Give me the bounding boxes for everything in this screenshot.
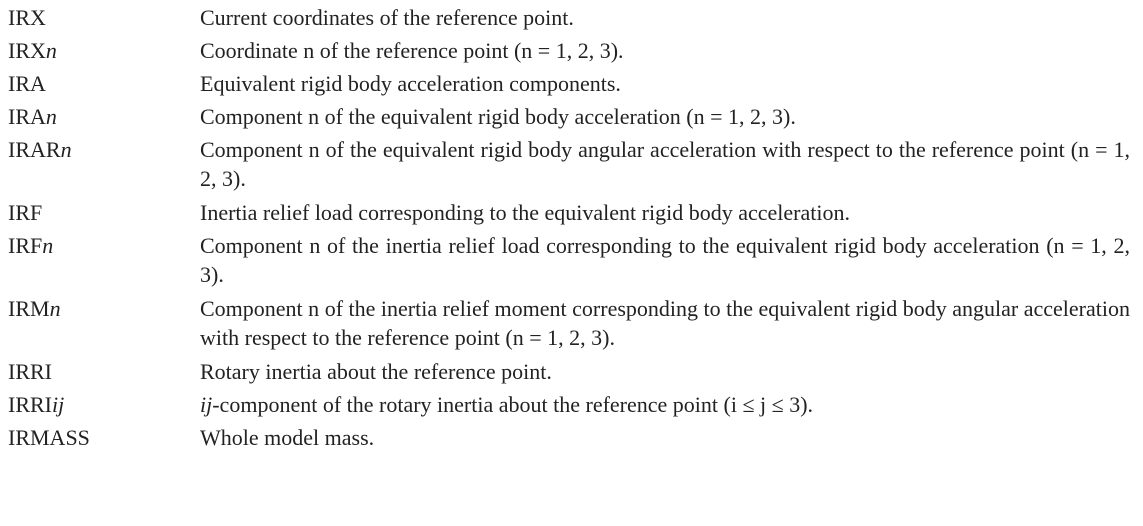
key-text: IRF bbox=[8, 233, 43, 258]
description-prefix: ij bbox=[200, 392, 213, 417]
key-text: IRX bbox=[8, 5, 46, 30]
entry-irmn: IRMn Component n of the inertia relief m… bbox=[8, 294, 1143, 352]
key-text: IRMASS bbox=[8, 425, 90, 450]
key-suffix: n bbox=[42, 233, 54, 258]
entry-irfn: IRFn Component n of the inertia relief l… bbox=[8, 231, 1143, 289]
entry-key: IRRI bbox=[8, 357, 200, 386]
key-text: IRX bbox=[8, 38, 46, 63]
entry-irriij: IRRIij ij-component of the rotary inerti… bbox=[8, 390, 1143, 419]
entry-key: IRFn bbox=[8, 231, 200, 260]
entry-description: Inertia relief load corresponding to the… bbox=[200, 200, 850, 225]
entry-description: Component n of the inertia relief moment… bbox=[200, 296, 1130, 350]
entry-description: Coordinate n of the reference point (n =… bbox=[200, 38, 624, 63]
entry-irarn: IRARn Component n of the equivalent rigi… bbox=[8, 135, 1143, 193]
key-text: IRRI bbox=[8, 359, 52, 384]
entry-description: Component n of the equivalent rigid body… bbox=[200, 104, 796, 129]
entry-key: IRAn bbox=[8, 102, 200, 131]
key-text: IRM bbox=[8, 296, 50, 321]
description-text: -component of the rotary inertia about t… bbox=[212, 392, 814, 417]
key-text: IRA bbox=[8, 104, 46, 129]
entry-key: IRA bbox=[8, 69, 200, 98]
entry-irmass: IRMASS Whole model mass. bbox=[8, 423, 1143, 452]
entry-key: IRMn bbox=[8, 294, 200, 323]
key-suffix: n bbox=[45, 104, 57, 129]
entry-irf: IRF Inertia relief load corresponding to… bbox=[8, 198, 1143, 227]
key-text: IRA bbox=[8, 71, 46, 96]
key-text: IRRI bbox=[8, 392, 52, 417]
entry-description: Current coordinates of the reference poi… bbox=[200, 5, 574, 30]
entry-irri: IRRI Rotary inertia about the reference … bbox=[8, 357, 1143, 386]
entry-description: ij-component of the rotary inertia about… bbox=[200, 390, 1130, 419]
entry-key: IRMASS bbox=[8, 423, 200, 452]
key-text: IRAR bbox=[8, 137, 61, 162]
entry-description: Whole model mass. bbox=[200, 425, 375, 450]
entry-key: IRX bbox=[8, 3, 200, 32]
entry-description: Component n of the equivalent rigid body… bbox=[200, 137, 1130, 191]
entry-ira: IRA Equivalent rigid body acceleration c… bbox=[8, 69, 1143, 98]
entry-description: Equivalent rigid body acceleration compo… bbox=[200, 71, 621, 96]
key-text: IRF bbox=[8, 200, 43, 225]
entry-description: Rotary inertia about the reference point… bbox=[200, 359, 552, 384]
entry-irxn: IRXn Coordinate n of the reference point… bbox=[8, 36, 1143, 65]
key-suffix: n bbox=[49, 296, 61, 321]
entry-key: IRARn bbox=[8, 135, 200, 164]
key-suffix: n bbox=[60, 137, 72, 162]
key-suffix: n bbox=[45, 38, 57, 63]
key-suffix: ij bbox=[52, 392, 65, 417]
entry-key: IRF bbox=[8, 198, 200, 227]
entry-description: Component n of the inertia relief load c… bbox=[200, 233, 1130, 287]
entry-key: IRXn bbox=[8, 36, 200, 65]
entry-key: IRRIij bbox=[8, 390, 200, 419]
entry-irx: IRX Current coordinates of the reference… bbox=[8, 3, 1143, 32]
entry-iran: IRAn Component n of the equivalent rigid… bbox=[8, 102, 1143, 131]
